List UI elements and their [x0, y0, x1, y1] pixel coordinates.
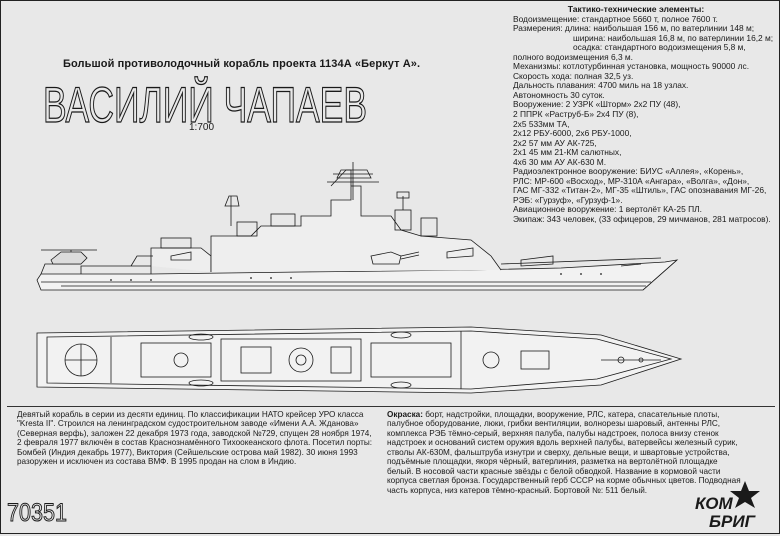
ship-plan-view — [1, 317, 780, 407]
spec-line: осадка: стандартного водоизмещения 5,8 м… — [573, 42, 746, 53]
logo-top-text: КОМ — [695, 494, 733, 513]
section-divider — [7, 406, 775, 407]
ship-subtitle: Большой противолодочный корабль проекта … — [63, 58, 421, 70]
ship-side-profile — [1, 156, 780, 316]
spec-line: 2х1 45 мм 21-КМ салютных, — [513, 147, 622, 158]
history-block: Девятый корабль в серии из десяти единиц… — [17, 410, 377, 467]
history-line: Бомбей (Индия декабрь 1977), Виктория (С… — [17, 447, 358, 457]
brand-logo: КОМ БРИГ — [689, 479, 775, 531]
spec-line: Автономность 30 суток. — [513, 89, 605, 100]
history-line: "Kresta II". Строился на ленинградском с… — [17, 419, 359, 429]
spec-line: Размерения: длина: наибольшая 156 м, по … — [513, 23, 755, 34]
history-line: (Северная верфь), заложен 22 декабря 197… — [17, 428, 372, 438]
painting-line: стволы АК-630М, фальштруба изнутри и све… — [387, 447, 730, 457]
history-line: 2 февраля 1977 включён в состав Краснозн… — [17, 438, 373, 448]
spec-line: 2х2 57 мм АУ АК-725, — [513, 137, 597, 148]
ship-name-title: ВАСИЛИЙ ЧАПАЕВ — [41, 72, 371, 133]
spec-line: 4х6 30 мм АУ АК-630 М. — [513, 156, 607, 167]
logo-bottom-text: БРИГ — [709, 512, 757, 531]
spec-line: Радиоэлектронное вооружение: БИУС «Аллея… — [513, 166, 744, 177]
specs-block: Тактико-технические элементы: Водоизмеще… — [513, 4, 779, 225]
spec-line: ширина: наибольшая 16,8 м, по ватерлинии… — [573, 32, 774, 43]
painting-line: корпуса светлая бронза. Государственный … — [387, 476, 741, 486]
spec-line: Механизмы: котлотурбинная установка, мощ… — [513, 61, 750, 72]
specs-heading: Тактико-технические элементы: — [567, 4, 705, 14]
ship-name-text: ВАСИЛИЙ ЧАПАЕВ — [43, 76, 367, 128]
spec-line: Скорость хода: полная 32,5 уз. — [513, 70, 634, 81]
painting-label: Окраска: — [387, 410, 423, 419]
spec-line: Вооружение: 2 УЗРК «Шторм» 2х2 ПУ (48), — [513, 99, 681, 110]
painting-line: часть корпуса, низ катеров тёмно-красный… — [387, 485, 648, 495]
spec-line: 2х12 РБУ-6000, 2х6 РБУ-1000, — [513, 128, 632, 139]
painting-line: комплекса РЭБ тёмно-серый, верхняя палуб… — [387, 428, 719, 438]
spec-line: 2х5 533мм ТА, — [513, 118, 570, 129]
model-code: 70351 — [6, 496, 70, 528]
painting-first-text: борт, надстройки, площадки, вооружение, … — [422, 410, 720, 419]
painting-block: Окраска: борт, надстройки, площадки, воо… — [387, 410, 777, 495]
spec-line: Водоизмещение: стандартное 5660 т, полно… — [513, 13, 718, 24]
painting-line: белый. В носовой части красные звёзды с … — [387, 466, 721, 476]
history-line: разоружен и исключен из состава ВМФ. В 1… — [17, 457, 297, 467]
model-code-text: 70351 — [7, 499, 67, 526]
star-icon — [730, 481, 760, 508]
painting-line: подъёмные площадки, якоря чёрный, ватерл… — [387, 457, 718, 467]
spec-line: полного водоизмещения 6,3 м. — [513, 51, 634, 62]
spec-line: РЛС: МР-600 «Восход», МР-310А «Ангара», … — [513, 175, 750, 186]
scale-label: 1:700 — [189, 122, 215, 133]
painting-line: палубное оборудование, люки, грибки вент… — [387, 419, 721, 429]
spec-line: ГАС МГ-332 «Титан-2», МГ-35 «Штиль», ГАС… — [513, 185, 767, 196]
history-line: Девятый корабль в серии из десяти единиц… — [17, 410, 364, 419]
spec-line: РЭБ: «Гурзуф», «Гурзуф-1». — [513, 194, 623, 205]
painting-first-line: Окраска: борт, надстройки, площадки, воо… — [387, 410, 777, 419]
spec-line: Экипаж: 343 человек, (33 офицеров, 29 ми… — [513, 214, 771, 225]
spec-line: Авиационное вооружение: 1 вертолёт КА-25… — [513, 204, 702, 215]
painting-line: надстроек и оснований систем оружия вдол… — [387, 438, 738, 448]
spec-line: 2 ППРК «Раструб-Б» 2х4 ПУ (8), — [513, 109, 639, 120]
spec-line: Дальность плавания: 4700 миль на 18 узла… — [513, 80, 689, 91]
